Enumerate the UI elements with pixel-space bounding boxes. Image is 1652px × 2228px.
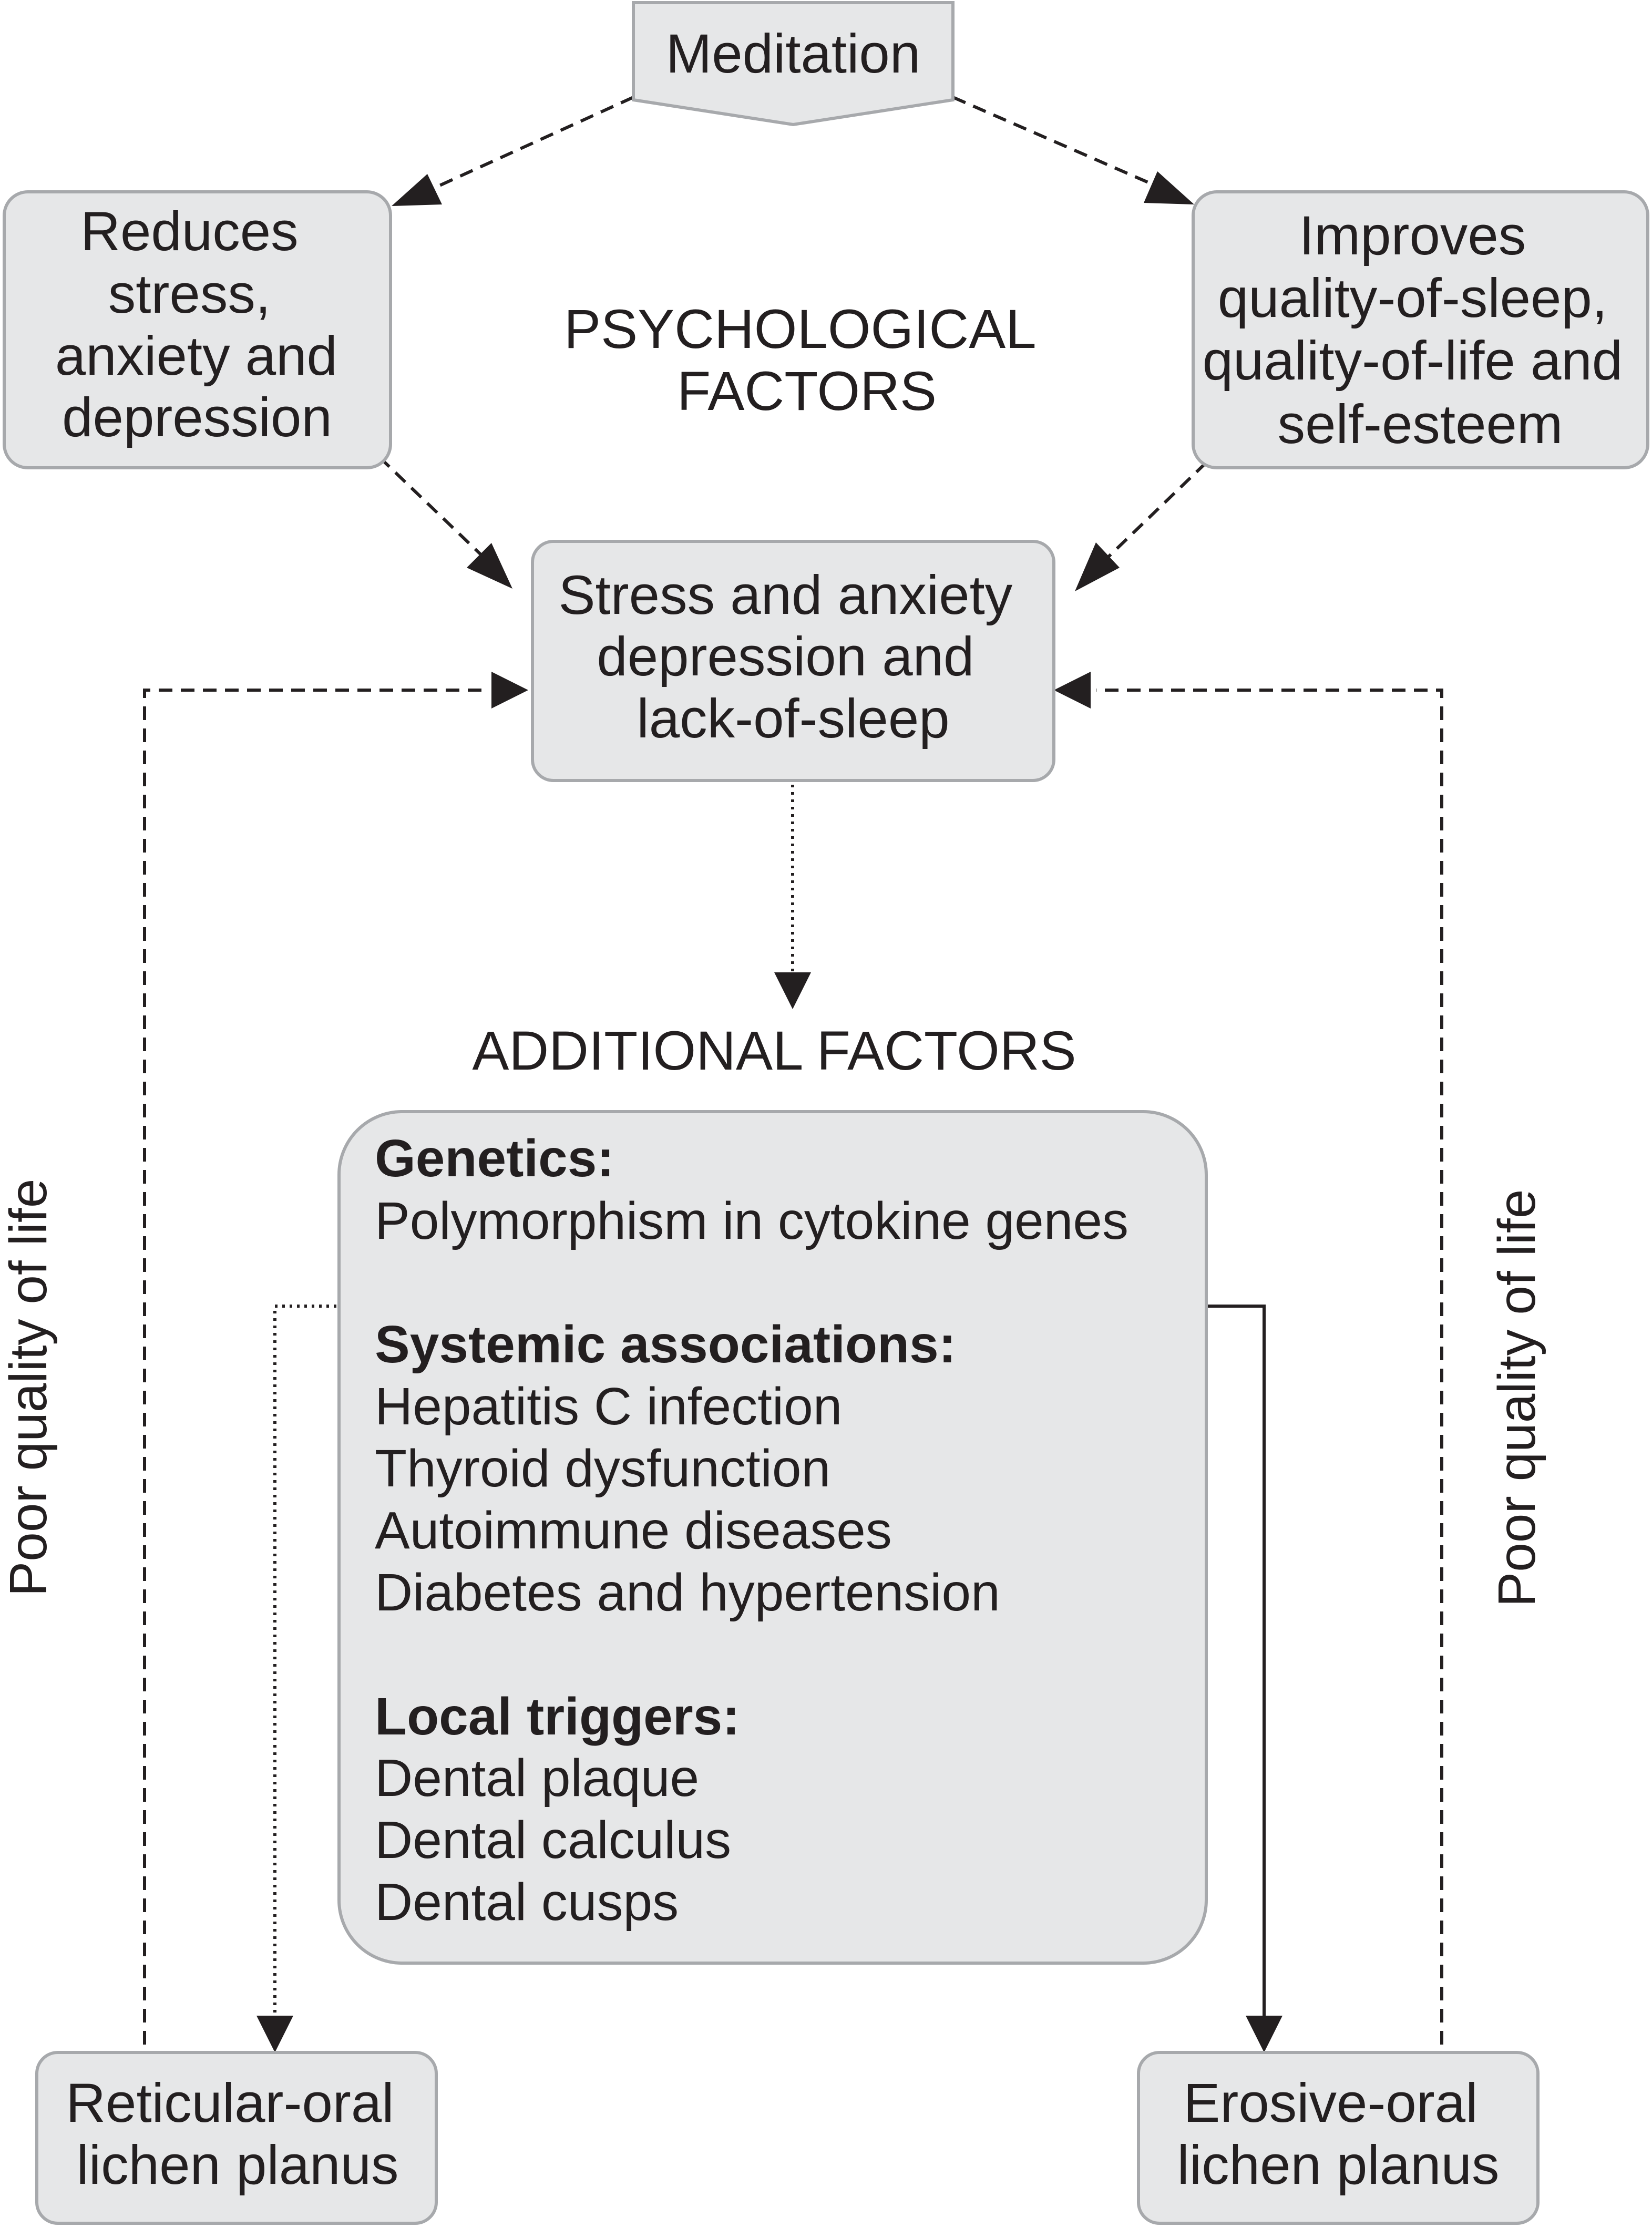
erosive-text: Erosive-oral lichen planus [1177,2072,1500,2196]
arrow-meditation-to-improves [952,96,1160,189]
reticular-line: Reticular-oral [66,2072,394,2134]
improves-line: quality-of-sleep, [1218,268,1607,329]
central-stress-text: Stress and anxiety depression and lack-o… [559,564,1028,749]
psychological-factors-heading: PSYCHOLOGICAL FACTORS [564,299,1050,422]
arrow-factors-to-reticular [273,1305,336,2017]
central-stress-node [531,540,1055,782]
reduces-line: Reduces [80,201,298,262]
systemic-item: Diabetes and hypertension [375,1563,1000,1622]
arrow-meditation-to-reduces [426,96,634,193]
meditation-node [632,1,955,127]
reduces-line: stress, [108,263,271,325]
systemic-item: Thyroid dysfunction [375,1439,830,1498]
central-line: depression and [597,626,974,687]
feedback-line-right [1096,689,1443,2045]
erosive-line: lichen planus [1177,2134,1500,2196]
arrowhead-feedback-right-icon [1054,672,1091,709]
right-side-label: Poor quality of life [1487,1189,1546,1607]
central-line: lack-of-sleep [637,688,949,749]
erosive-node [1137,2051,1540,2225]
systemic-item: Autoimmune diseases [375,1501,892,1560]
erosive-line: Erosive-oral [1183,2072,1477,2134]
improves-line: quality-of-life and [1203,330,1623,392]
arrowhead-feedback-left-icon [491,672,528,709]
arrow-improves-to-central [1105,461,1208,560]
genetics-heading: Genetics: [375,1129,614,1188]
systemic-heading: Systemic associations: [375,1315,956,1374]
central-line: Stress and anxiety [559,564,1013,626]
arrow-factors-to-erosive [1207,1305,1266,2017]
systemic-item: Hepatitis C infection [375,1377,842,1436]
factors-box [337,1110,1208,1965]
reduces-line: depression [62,387,332,448]
improves-line: Improves [1299,205,1526,266]
improves-effect-text: Improves quality-of-sleep, quality-of-li… [1203,205,1638,455]
arrowhead-erosive-icon [1246,2016,1282,2052]
local-heading: Local triggers: [375,1687,740,1746]
local-item: Dental plaque [375,1749,699,1808]
reticular-text: Reticular-oral lichen planus [66,2072,409,2196]
local-item: Dental cusps [375,1873,679,1932]
additional-factors-heading: ADDITIONAL FACTORS [472,1020,1076,1082]
arrowhead-reduces-icon [392,174,442,206]
arrowhead-reticular-icon [256,2016,293,2052]
left-side-label: Poor quality of life [0,1179,58,1597]
reduces-line: anxiety and [55,325,337,387]
arrowhead-additional-icon [774,972,811,1009]
local-item: Dental calculus [375,1811,731,1870]
meditation-label: Meditation [666,23,920,85]
arrowhead-central-left-icon [467,543,512,589]
arrow-reduces-to-central [378,456,485,559]
arrowhead-improves-icon [1144,171,1194,204]
arrowhead-central-right-icon [1075,542,1120,591]
psychological-heading-line: FACTORS [677,361,937,422]
reticular-node [35,2051,438,2225]
reduces-effect-box [3,190,392,469]
improves-effect-box [1192,190,1649,469]
reduces-effect-text: Reduces stress, anxiety and depression [55,201,353,448]
psychological-heading-line: PSYCHOLOGICAL [564,299,1034,360]
reticular-line: lichen planus [77,2134,399,2196]
improves-line: self-esteem [1278,394,1563,455]
genetics-item: Polymorphism in cytokine genes [375,1192,1128,1250]
feedback-line-left [143,689,486,2045]
factors-text: Genetics: Polymorphism in cytokine genes… [375,1129,1143,1932]
